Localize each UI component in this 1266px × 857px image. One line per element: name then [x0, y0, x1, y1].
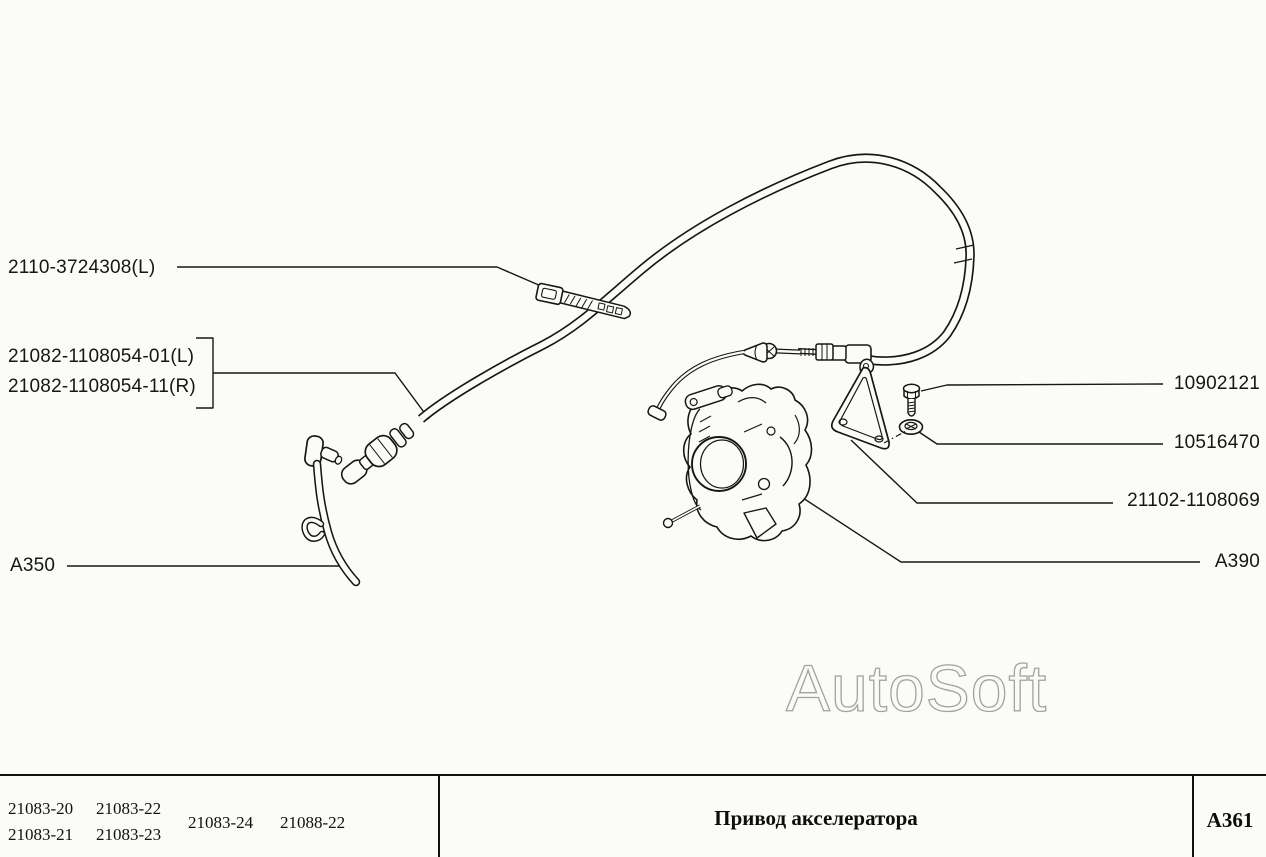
part-number-label-pedal: A350: [10, 555, 56, 576]
model-code: 21088-22: [280, 813, 346, 832]
model-code: 21083-24: [188, 813, 254, 832]
part-number-label-cable-left: 21082-1108054-01(L): [8, 346, 195, 367]
model-code: 21083-22: [96, 799, 162, 818]
throttle-body: [662, 383, 813, 542]
accelerator-cable: [417, 153, 975, 423]
autosoft-watermark: AutoSoft: [785, 650, 1048, 725]
footer-divider-right: [1192, 776, 1194, 857]
cable-inner-wire: [647, 349, 745, 421]
page-code: A361: [1206, 808, 1254, 832]
model-code: 21083-23: [96, 825, 162, 844]
section-title: Привод акселератора: [714, 806, 918, 830]
washer-nut: [898, 418, 924, 435]
bolt: [902, 383, 921, 417]
assembly-axis-line: [883, 430, 907, 444]
part-number-label-throttle: A390: [1214, 551, 1260, 572]
part-number-label-bolt: 10902121: [1173, 373, 1260, 394]
cable-adjuster: [742, 342, 872, 364]
part-number-label-cable-right: 21082-1108054-11(R): [8, 376, 196, 397]
cable-lower-end-fitting: [340, 422, 415, 485]
footer-divider-left: [438, 776, 440, 857]
part-number-label-cable-tie: 2110-3724308(L): [8, 257, 156, 278]
cable-tie: [535, 282, 632, 320]
part-number-label-washer: 10516470: [1173, 432, 1260, 453]
model-code: 21083-20: [8, 799, 74, 818]
pedal-lever: [301, 435, 361, 587]
part-number-label-bracket: 21102-1108069: [1127, 490, 1260, 511]
leader-lines: [67, 266, 1200, 567]
mounting-bracket: [830, 358, 890, 450]
footer-table: 21083-20 21083-21 21083-22 21083-23 2108…: [0, 774, 1266, 857]
model-code: 21083-21: [8, 825, 74, 844]
